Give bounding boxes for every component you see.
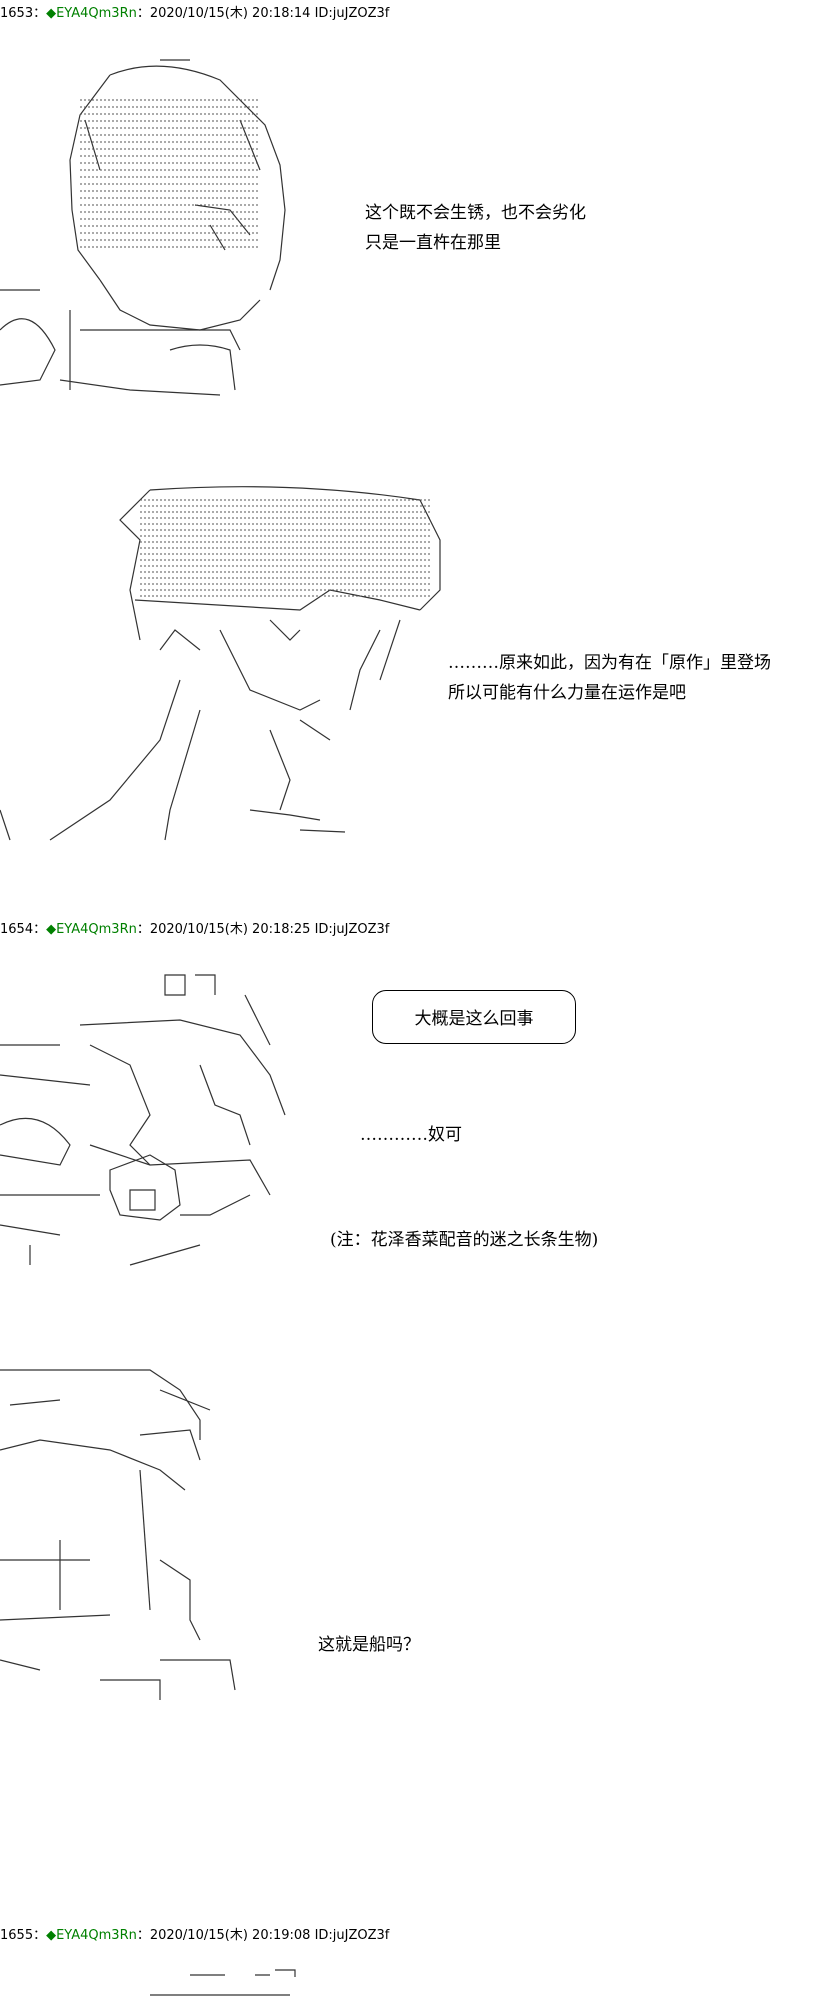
hair-shading <box>80 99 260 248</box>
ascii-art-fragment <box>130 1965 300 2000</box>
caption-2: ………原来如此，因为有在「原作」里登场 所以可能有什么力量在运作是吧 <box>448 648 771 708</box>
ascii-art-girl-2 <box>0 480 450 850</box>
caption-4-line: (注：花泽香菜配音的迷之长条生物) <box>330 1230 599 1250</box>
caption-1-line-1: 这个既不会生锈，也不会劣化 <box>365 203 586 223</box>
ascii-art-girl-1 <box>0 50 300 400</box>
caption-5-line: 这就是船吗？ <box>318 1635 420 1655</box>
speech-bubble-text: 大概是这么回事 <box>414 1009 534 1029</box>
caption-1-line-2: 只是一直杵在那里 <box>365 233 501 253</box>
caption-2-line-2: 所以可能有什么力量在运作是吧 <box>448 683 686 703</box>
caption-3-line: …………奴可 <box>360 1125 462 1145</box>
post-number: 1653： <box>0 6 47 21</box>
caption-1: 这个既不会生锈，也不会劣化 只是一直杵在那里 <box>365 198 586 258</box>
post-meta: ：2020/10/15(木) 20:18:25 ID:juJZOZ3f <box>136 922 390 937</box>
hair-outline-3 <box>0 1369 236 1700</box>
ascii-art-creature <box>0 965 300 1285</box>
post-header-1654: 1654：◆EYA4Qm3Rn：2020/10/15(木) 20:18:25 I… <box>0 918 389 937</box>
post-meta: ：2020/10/15(木) 20:18:14 ID:juJZOZ3f <box>136 6 390 21</box>
hair-outline <box>69 59 286 331</box>
caption-3: …………奴可 <box>360 1120 462 1150</box>
post-number: 1654： <box>0 922 47 937</box>
poster-name[interactable]: ◆EYA4Qm3Rn <box>46 922 137 937</box>
body-outline <box>0 289 241 396</box>
hair-outline-2 <box>119 486 441 711</box>
caption-4: (注：花泽香菜配音的迷之长条生物) <box>330 1225 598 1255</box>
post-header-1653: 1653：◆EYA4Qm3Rn：2020/10/15(木) 20:18:14 I… <box>0 2 389 21</box>
post-number: 1655： <box>0 1928 47 1943</box>
post-meta: ：2020/10/15(木) 20:19:08 ID:juJZOZ3f <box>136 1928 390 1943</box>
ascii-art-girl-3 <box>0 1360 260 1700</box>
speech-bubble: 大概是这么回事 <box>372 990 576 1044</box>
caption-5: 这就是船吗？ <box>318 1630 420 1660</box>
creature-outline <box>0 974 286 1266</box>
caption-2-line-1: ………原来如此，因为有在「原作」里登场 <box>448 653 771 673</box>
post-header-1655: 1655：◆EYA4Qm3Rn：2020/10/15(木) 20:19:08 I… <box>0 1924 389 1943</box>
body-outline-2 <box>0 629 346 841</box>
hair-shading-2 <box>140 499 430 597</box>
poster-name[interactable]: ◆EYA4Qm3Rn <box>46 6 137 21</box>
poster-name[interactable]: ◆EYA4Qm3Rn <box>46 1928 137 1943</box>
